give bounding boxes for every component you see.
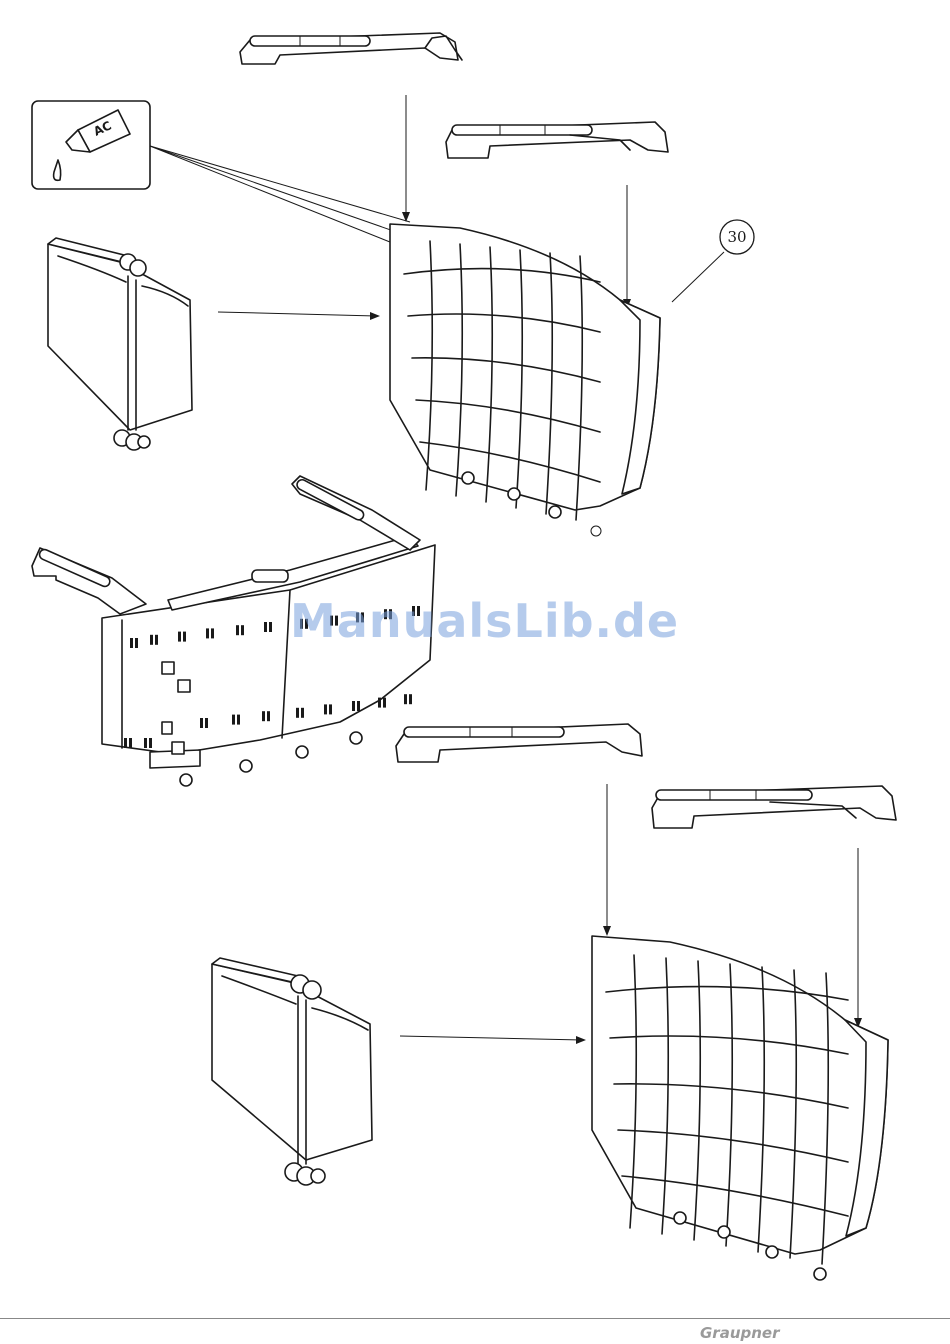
rail-part-bottom-2: [652, 786, 896, 828]
rail-part-top-1: [240, 33, 462, 64]
hull-slot: [262, 711, 265, 721]
hull-slot: [237, 715, 240, 725]
hull-slot: [267, 711, 270, 721]
rail-part-top-2: [446, 122, 668, 158]
glue-box: AC: [32, 101, 150, 189]
hull-slot: [149, 738, 152, 748]
hull-slot: [236, 625, 239, 635]
hull-slot: [329, 704, 332, 714]
hull-slot: [232, 715, 235, 725]
grid-frame-top: [390, 224, 660, 536]
grid-frame-bottom: [592, 936, 888, 1280]
hull-slot: [135, 638, 138, 648]
hull-slot: [144, 738, 147, 748]
hull-slot: [178, 632, 181, 642]
hull-slot: [206, 628, 209, 638]
hull-slot: [129, 738, 132, 748]
hull-slot: [150, 635, 153, 645]
hull-slot: [296, 708, 299, 718]
hull-slot: [352, 701, 355, 711]
hull-slot: [155, 635, 158, 645]
footer-divider: [0, 1318, 950, 1319]
hull-slot: [183, 632, 186, 642]
hull-slot: [205, 718, 208, 728]
hull-slot: [269, 622, 272, 632]
hull-slot: [124, 738, 127, 748]
hull-slot: [241, 625, 244, 635]
hull-slot: [264, 622, 267, 632]
watermark: ManualsLib.de: [290, 594, 679, 648]
hull-slot: [130, 638, 133, 648]
flap-part-bottom: [212, 958, 372, 1185]
hull-slot: [404, 694, 407, 704]
hull-slot: [211, 628, 214, 638]
hull-slot: [200, 718, 203, 728]
flap-part-top: [48, 238, 192, 450]
rail-part-bottom-1: [396, 724, 642, 762]
hull-slot: [409, 694, 412, 704]
hull-slot: [301, 708, 304, 718]
hull-slot: [324, 704, 327, 714]
part-callout: 30: [672, 220, 754, 302]
footer-brand: Graupner: [700, 1324, 780, 1342]
hull-slot: [357, 701, 360, 711]
callout-number: 30: [727, 228, 746, 246]
hull-slot: [383, 698, 386, 708]
hull-slot: [378, 698, 381, 708]
